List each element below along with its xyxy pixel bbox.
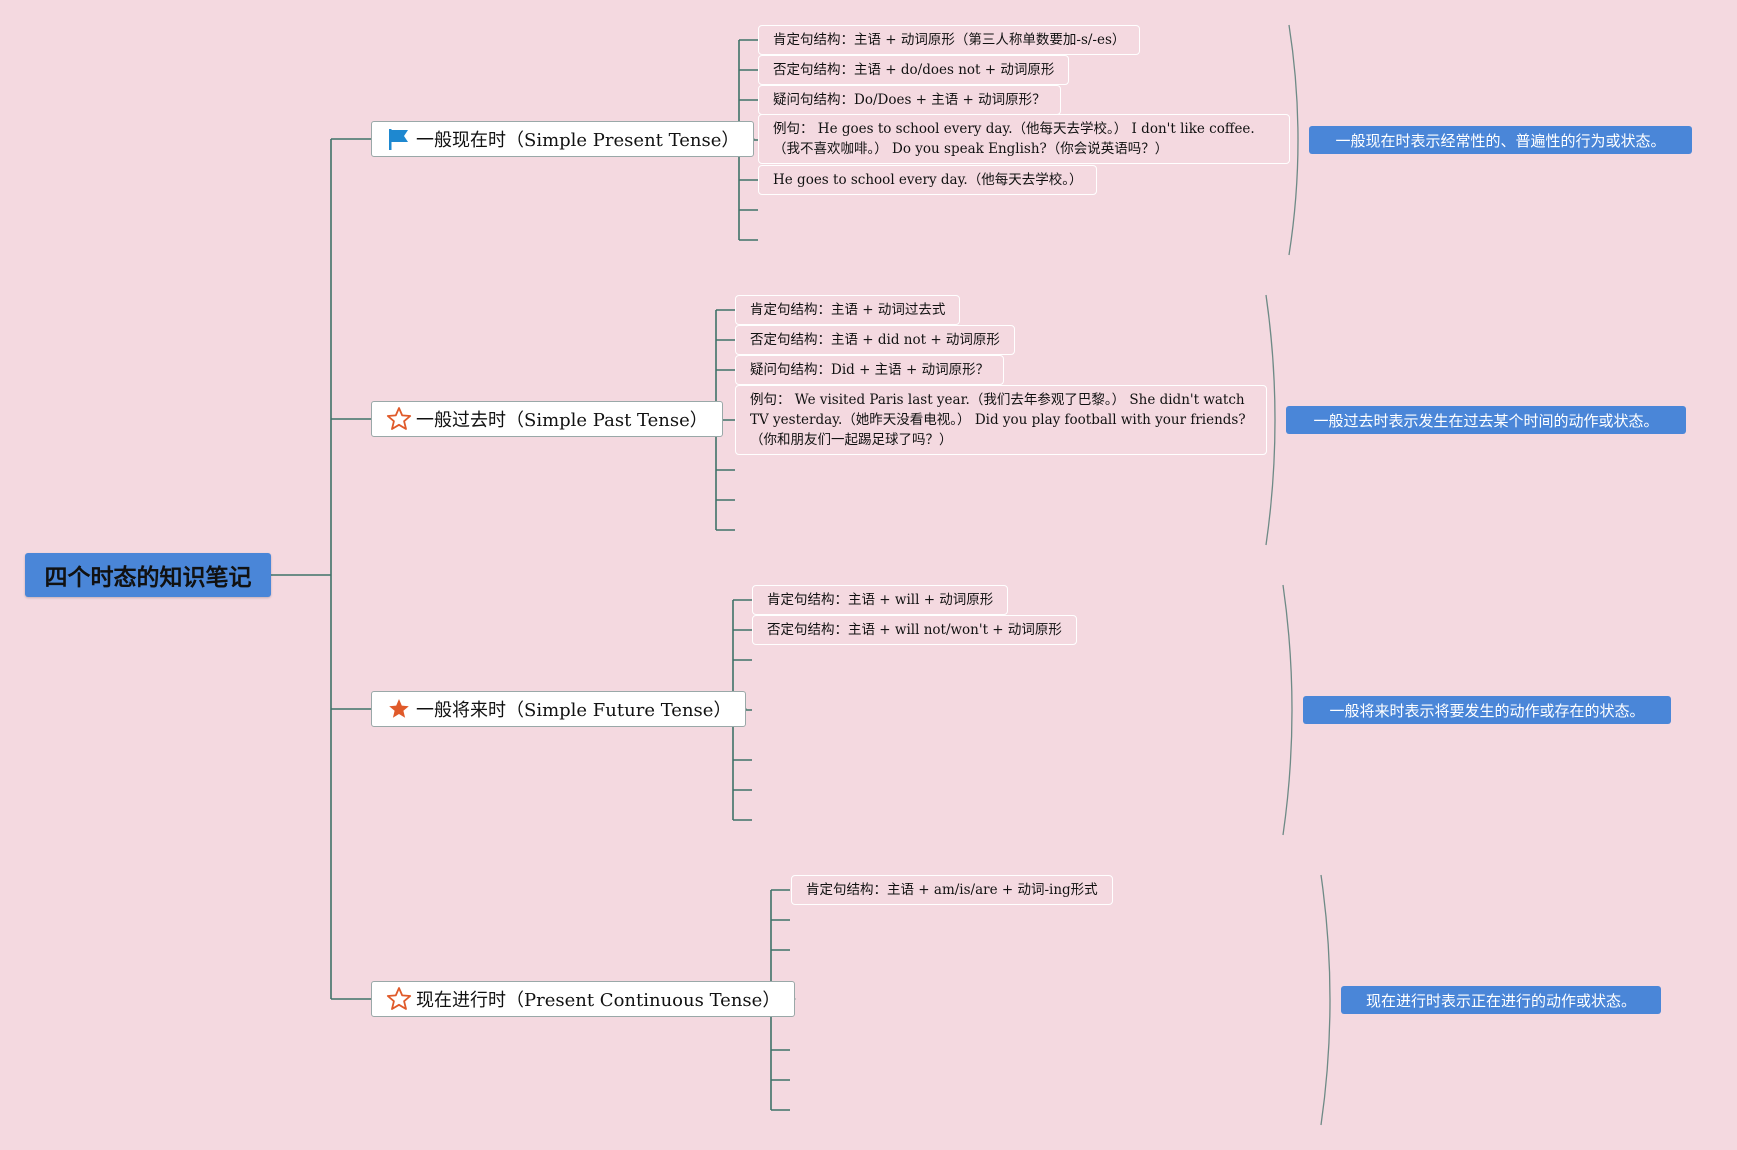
summary-simple-present[interactable]: 一般现在时表示经常性的、普遍性的行为或状态。 (1309, 126, 1692, 154)
branch-label: 一般将来时（Simple Future Tense） (416, 700, 732, 721)
leaf-item[interactable]: 疑问句结构：Did + 主语 + 动词原形？ (735, 355, 1005, 385)
branch-label: 一般过去时（Simple Past Tense） (416, 410, 708, 431)
leaf-item[interactable]: 肯定句结构：主语 + will + 动词原形 (752, 585, 1009, 615)
blue-flag-icon (386, 126, 412, 152)
branch-label: 现在进行时（Present Continuous Tense） (416, 990, 781, 1011)
summary-brace (1265, 294, 1276, 546)
branch-simple-past[interactable]: 一般过去时（Simple Past Tense） (371, 401, 723, 437)
branch-simple-present[interactable]: 一般现在时（Simple Present Tense） (371, 121, 755, 157)
branch-simple-future[interactable]: 一般将来时（Simple Future Tense） (371, 691, 747, 727)
leaf-item[interactable]: 疑问句结构：Do/Does + 主语 + 动词原形？ (758, 85, 1061, 115)
filled-star-icon (386, 696, 412, 722)
summary-simple-past[interactable]: 一般过去时表示发生在过去某个时间的动作或状态。 (1286, 406, 1686, 434)
leaf-item[interactable]: 否定句结构：主语 + will not/won't + 动词原形 (752, 615, 1077, 645)
leaf-item[interactable]: 肯定句结构：主语 + 动词过去式 (735, 295, 961, 325)
summary-present-continuous[interactable]: 现在进行时表示正在进行的动作或状态。 (1341, 986, 1661, 1014)
leaf-item[interactable]: 肯定句结构：主语 + am/is/are + 动词-ing形式 (791, 875, 1113, 905)
summary-brace (1320, 874, 1331, 1126)
summary-simple-future[interactable]: 一般将来时表示将要发生的动作或存在的状态。 (1303, 696, 1671, 724)
summary-brace (1288, 24, 1299, 256)
branch-label: 一般现在时（Simple Present Tense） (416, 130, 740, 151)
leaf-item[interactable]: 例句： He goes to school every day.（他每天去学校。… (758, 114, 1290, 164)
leaf-item[interactable]: 例句： We visited Paris last year.（我们去年参观了巴… (735, 385, 1267, 455)
outline-star-icon (386, 406, 412, 432)
outline-star-icon (386, 986, 412, 1012)
leaf-item[interactable]: 肯定句结构：主语 + 动词原形（第三人称单数要加-s/-es） (758, 25, 1141, 55)
root-title: 四个时态的知识笔记 (44, 565, 252, 591)
root-topic[interactable]: 四个时态的知识笔记 (25, 553, 271, 597)
summary-brace (1282, 584, 1293, 836)
branch-present-continuous[interactable]: 现在进行时（Present Continuous Tense） (371, 981, 796, 1017)
leaf-item[interactable]: He goes to school every day.（他每天去学校。） (758, 165, 1098, 195)
leaf-item[interactable]: 否定句结构：主语 + did not + 动词原形 (735, 325, 1015, 355)
leaf-item[interactable]: 否定句结构：主语 + do/does not + 动词原形 (758, 55, 1070, 85)
